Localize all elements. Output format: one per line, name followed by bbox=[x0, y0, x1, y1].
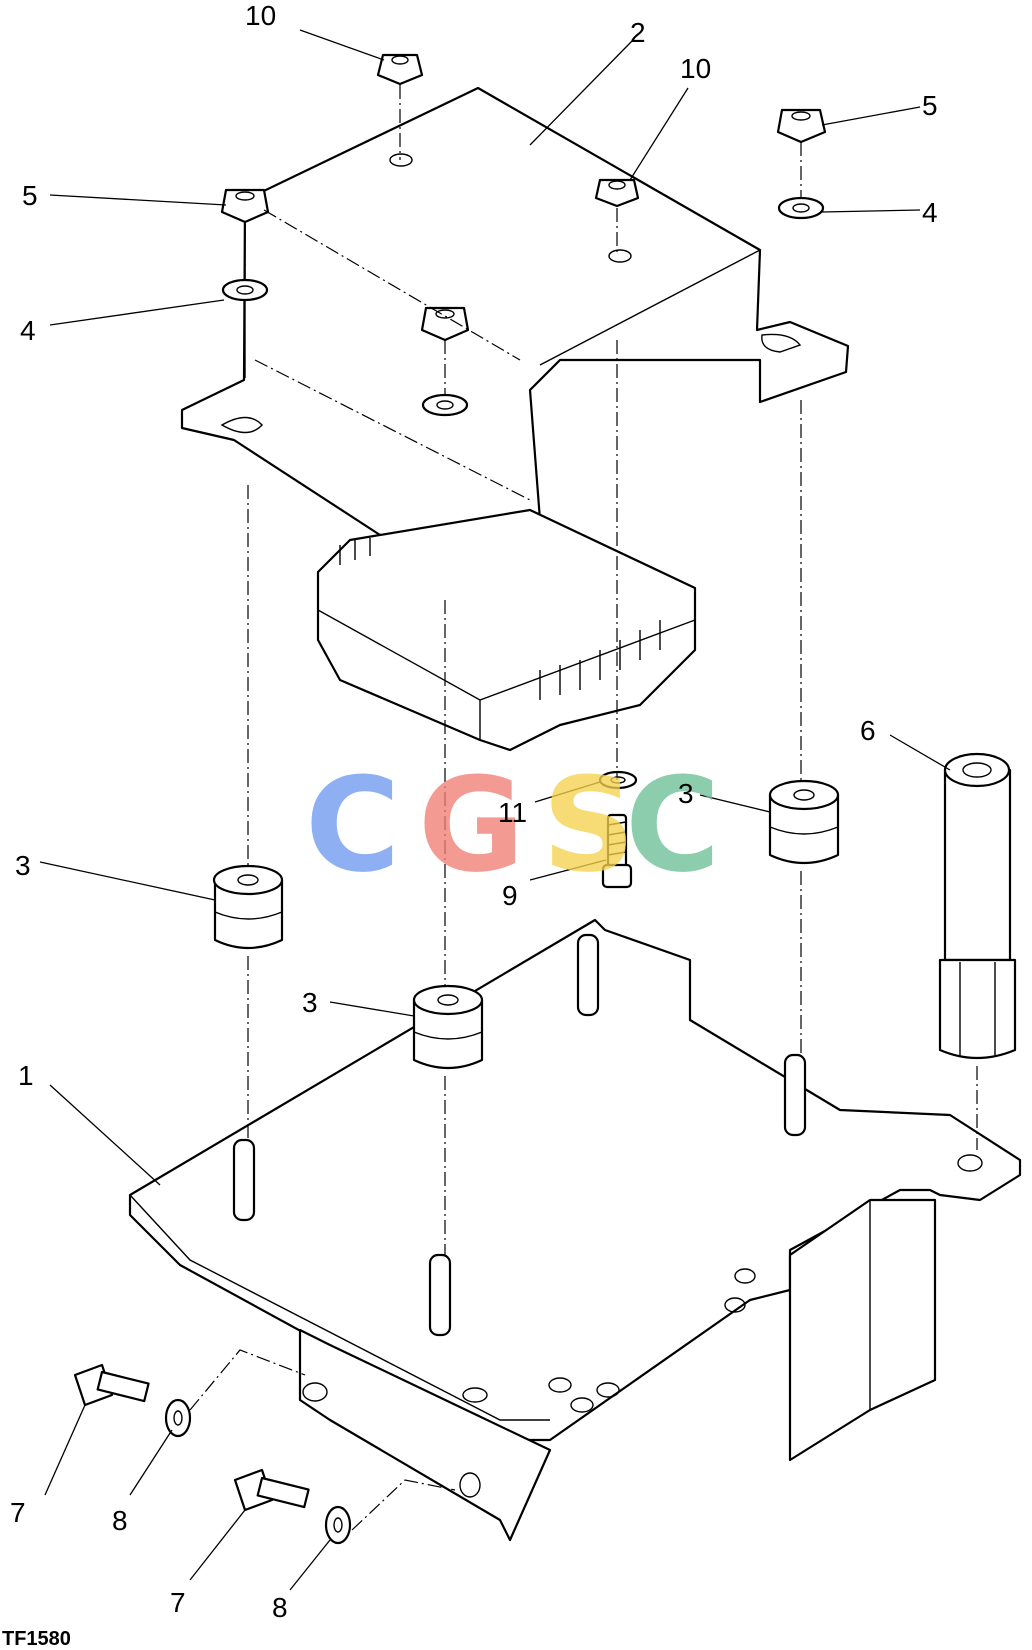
watermark-letter-3: S bbox=[542, 749, 636, 901]
callout-6: 6 bbox=[860, 715, 876, 746]
figure-id: TF1580 bbox=[2, 1628, 71, 1650]
isolator-center bbox=[412, 984, 484, 1070]
callout-10: 10 bbox=[245, 0, 276, 31]
callout-5: 5 bbox=[22, 180, 38, 211]
callout-3: 3 bbox=[678, 778, 694, 809]
leader-lines bbox=[39, 29, 951, 1591]
screw bbox=[601, 813, 633, 889]
base-plate bbox=[128, 918, 1022, 1542]
callout-8: 8 bbox=[112, 1505, 128, 1536]
callout-4: 4 bbox=[20, 315, 36, 346]
assembly-lines bbox=[189, 85, 978, 1531]
watermark-letter-1: C bbox=[305, 749, 400, 901]
callout-4: 4 bbox=[922, 197, 938, 228]
callout-5: 5 bbox=[922, 90, 938, 121]
callout-2: 2 bbox=[630, 17, 646, 48]
isolator-right bbox=[768, 779, 840, 865]
upper-bracket bbox=[180, 86, 850, 582]
callout-7: 7 bbox=[170, 1587, 186, 1618]
callout-11: 11 bbox=[498, 797, 527, 828]
watermark-letter-2: G bbox=[418, 749, 525, 901]
isolators bbox=[212, 779, 840, 1070]
callout-10: 10 bbox=[680, 53, 711, 84]
callout-9: 9 bbox=[502, 880, 518, 911]
watermark: C G S C bbox=[305, 749, 720, 901]
electronic-module bbox=[316, 508, 697, 752]
callout-1: 1 bbox=[18, 1060, 34, 1091]
callout-3: 3 bbox=[15, 850, 31, 881]
bolts-and-washers bbox=[73, 1363, 352, 1545]
isolator-left bbox=[212, 864, 284, 950]
watermark-letter-4: C bbox=[625, 749, 720, 901]
callout-7: 7 bbox=[10, 1497, 26, 1528]
callout-8: 8 bbox=[272, 1592, 288, 1623]
callout-labels: 10 2 10 5 5 4 4 6 11 3 3 3 9 1 7 8 7 8 bbox=[10, 0, 938, 1623]
threaded-studs bbox=[232, 933, 807, 1337]
standoff-spacer bbox=[938, 752, 1017, 1060]
callout-3: 3 bbox=[302, 987, 318, 1018]
